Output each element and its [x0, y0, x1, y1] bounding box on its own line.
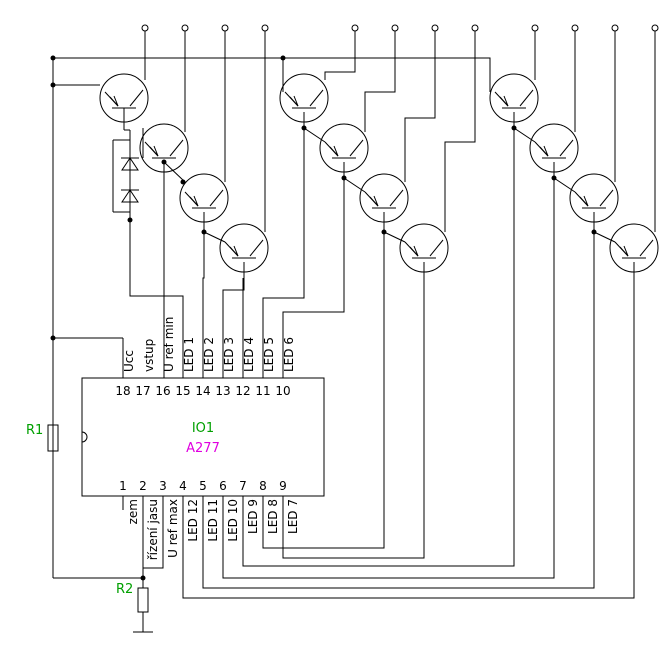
- pin-number: 11: [255, 384, 270, 398]
- transistor-chain-wires: [142, 112, 635, 599]
- pin-number: 6: [219, 479, 227, 493]
- pin-label: zem: [126, 499, 140, 524]
- pin-number: 8: [259, 479, 267, 493]
- pin-label: LED 9: [246, 499, 260, 534]
- transistor: [359, 173, 409, 223]
- transistors: [99, 73, 659, 273]
- pin-number: 7: [239, 479, 247, 493]
- pin-label: LED 2: [202, 337, 216, 372]
- ic-notch: [81, 431, 88, 443]
- pin-number: 3: [159, 479, 167, 493]
- pin-number: 5: [199, 479, 207, 493]
- pin-number: 10: [275, 384, 290, 398]
- pin-number: 18: [115, 384, 130, 398]
- transistor: [219, 223, 269, 273]
- pin-label: U ref min: [162, 317, 176, 372]
- pin-label: LED 6: [282, 337, 296, 372]
- output-terminals: [141, 24, 659, 232]
- transistor: [399, 223, 449, 273]
- resistor-r1: R1: [26, 423, 59, 452]
- pin-number: 16: [155, 384, 170, 398]
- pin-number: 12: [235, 384, 250, 398]
- pin-label: LED 12: [186, 499, 200, 542]
- pin-label: LED 11: [206, 499, 220, 542]
- ic-top-pin-numbers: 18 17 16 15 14 13 12 11 10: [115, 384, 290, 398]
- r1-label: R1: [26, 423, 43, 438]
- pin-label: LED 4: [242, 337, 256, 372]
- pin-number: 15: [175, 384, 190, 398]
- diode-chain: [112, 118, 184, 378]
- pin-label: U ref max: [166, 499, 180, 558]
- pin-number: 4: [179, 479, 187, 493]
- pin-number: 13: [215, 384, 230, 398]
- pin-label: LED 8: [266, 499, 280, 534]
- pin-label: LED 10: [226, 499, 240, 542]
- pin-number: 14: [195, 384, 210, 398]
- ic-name: IO1: [192, 421, 214, 436]
- ic-bottom-pin-labels: zem řízení jasu U ref max LED 12 LED 11 …: [126, 499, 300, 560]
- pin-label: řízení jasu: [146, 499, 160, 560]
- ground-wiring: R2: [53, 496, 164, 633]
- pin-number: 1: [119, 479, 127, 493]
- pin-label: vstup: [142, 339, 156, 372]
- pin-label: Ucc: [122, 350, 136, 372]
- ic-type: A277: [186, 441, 220, 456]
- pin-label: LED 1: [182, 337, 196, 372]
- ic-top-pin-labels: Ucc vstup U ref min LED 1 LED 2 LED 3 LE…: [122, 317, 296, 372]
- pin-label: LED 5: [262, 337, 276, 372]
- pin-number: 17: [135, 384, 150, 398]
- transistor: [99, 73, 149, 123]
- pin-label: LED 7: [286, 499, 300, 534]
- pin-number: 2: [139, 479, 147, 493]
- supply-wires: [50, 55, 491, 578]
- pin-number: 9: [279, 479, 287, 493]
- ic-bottom-pin-numbers: 1 2 3 4 5 6 7 8 9: [119, 479, 287, 493]
- pin-label: LED 3: [222, 337, 236, 372]
- r2-label: R2: [116, 582, 133, 597]
